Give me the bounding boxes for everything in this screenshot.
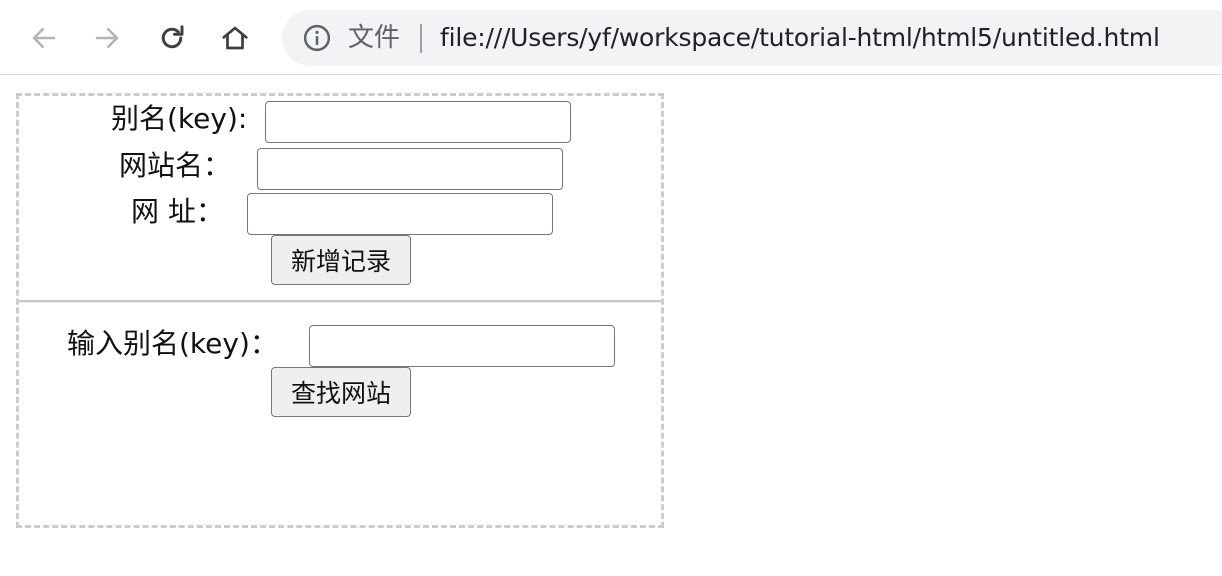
browser-toolbar: 文件 file:///Users/yf/workspace/tutorial-h…: [0, 0, 1222, 75]
arrow-left-icon: [32, 28, 56, 48]
section-divider: [19, 300, 661, 303]
find-site-button[interactable]: 查找网站: [271, 367, 411, 417]
url-text[interactable]: file:///Users/yf/workspace/tutorial-html…: [440, 23, 1160, 52]
reload-icon: [161, 25, 184, 49]
address-bar-divider: [420, 24, 422, 53]
address-bar[interactable]: 文件 file:///Users/yf/workspace/tutorial-h…: [282, 10, 1222, 66]
site-name-label: 网站名：: [119, 149, 232, 182]
url-scheme-label: 文件: [348, 23, 401, 53]
forward-button[interactable]: [87, 18, 127, 58]
key-input[interactable]: [265, 101, 571, 143]
arrow-right-icon: [95, 28, 119, 48]
search-key-input[interactable]: [309, 325, 615, 367]
home-icon: [222, 26, 248, 50]
form-container: 别名(key): 网站名： 网 址： 新增记录 输入别名(key)： 查找网站: [16, 93, 664, 528]
url-input[interactable]: [247, 193, 553, 235]
back-button[interactable]: [24, 18, 64, 58]
url-label: 网 址：: [131, 195, 224, 228]
home-button[interactable]: [215, 18, 255, 58]
reload-button[interactable]: [152, 18, 192, 58]
add-record-button[interactable]: 新增记录: [271, 235, 411, 285]
site-name-input[interactable]: [257, 148, 563, 190]
key-label: 别名(key):: [111, 102, 248, 135]
info-icon[interactable]: [302, 23, 332, 53]
search-key-label: 输入别名(key)：: [67, 327, 278, 360]
